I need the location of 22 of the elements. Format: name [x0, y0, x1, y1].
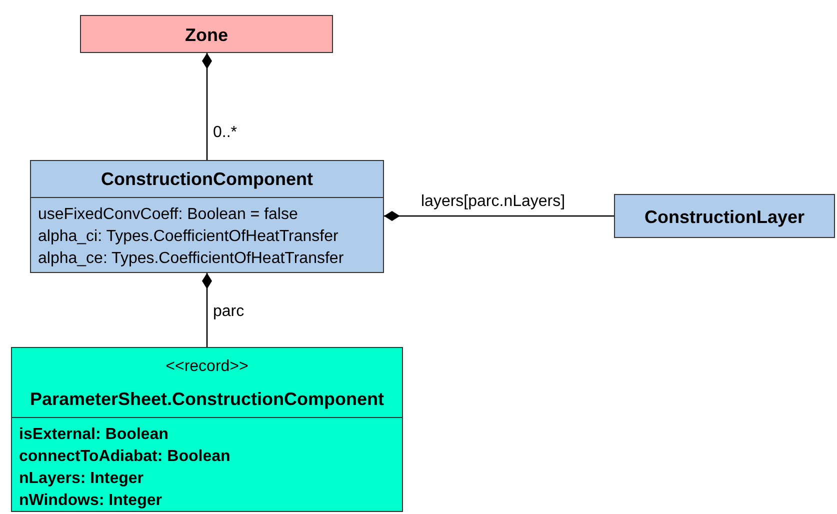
- composition-line: [202, 273, 212, 347]
- class-name: ConstructionComponent: [101, 168, 313, 190]
- edge-label: 0..*: [213, 123, 238, 143]
- edge-label: parc: [213, 302, 244, 322]
- class-box: [614, 194, 835, 238]
- attribute-text: nWindows: Integer: [19, 491, 162, 511]
- class-name: Zone: [185, 24, 228, 46]
- attribute-text: isExternal: Boolean: [19, 425, 168, 445]
- class-box: [80, 15, 333, 53]
- attribute-text: alpha_ce: Types.CoefficientOfHeatTransfer: [38, 249, 344, 269]
- attribute-text: nLayers: Integer: [19, 469, 144, 489]
- class-name: ConstructionLayer: [644, 206, 805, 228]
- edge-label: layers[parc.nLayers]: [421, 192, 566, 212]
- attribute-text: connectToAdiabat: Boolean: [19, 447, 230, 467]
- attribute-text: useFixedConvCoeff: Boolean = false: [38, 205, 298, 225]
- attribute-text: alpha_ci: Types.CoefficientOfHeatTransfer: [38, 227, 338, 247]
- class-box: [30, 160, 384, 273]
- class-box: [11, 347, 403, 512]
- composition-line: [384, 211, 614, 221]
- composition-line: [202, 53, 212, 160]
- stereotype-label: <<record>>: [166, 356, 248, 376]
- class-name: ParameterSheet.ConstructionComponent: [30, 388, 384, 410]
